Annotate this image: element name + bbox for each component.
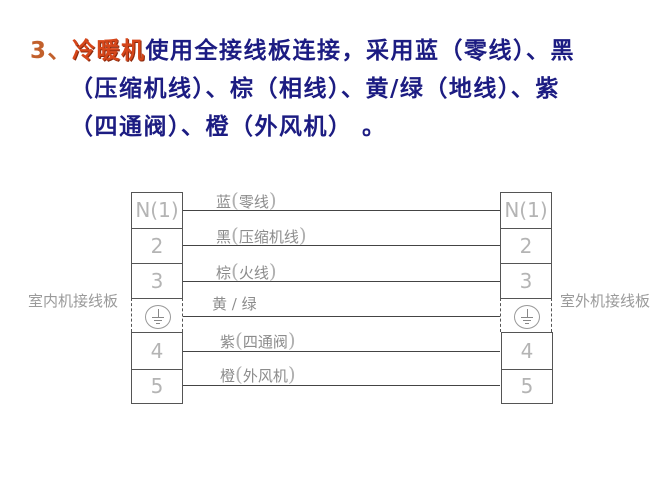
terminal-3: 3 xyxy=(131,263,183,298)
wire-label-four-way-valve: 紫(四通阀) xyxy=(220,328,296,352)
wire-outdoor-fan xyxy=(183,385,500,386)
wire-label-compressor: 黑(压缩机线) xyxy=(216,223,307,247)
line1-rest: 使用全接线板连接，采用蓝（零线）、黑 xyxy=(145,38,576,64)
item-number: 3、 xyxy=(30,38,73,64)
wire-ground xyxy=(183,316,500,317)
wire-neutral xyxy=(183,210,500,211)
instruction-line-3: （四通阀）、橙（外风机） 。 xyxy=(70,114,387,140)
wire-label-ground: 黄 / 绿 xyxy=(212,295,257,313)
wire-compressor xyxy=(183,245,500,246)
wire-label-outdoor-fan: 橙(外风机) xyxy=(220,362,296,386)
instruction-line-1: 3、冷暖机使用全接线板连接，采用蓝（零线）、黑 xyxy=(30,32,630,70)
terminal-2: 2 xyxy=(500,228,552,263)
wire-label-neutral: 蓝(零线) xyxy=(216,188,277,212)
instruction-line-2: （压缩机线）、棕（相线）、黄/绿（地线）、紫 xyxy=(70,76,560,102)
outdoor-board-label: 室外机接线板 xyxy=(560,292,651,310)
terminal-ground xyxy=(131,298,183,332)
terminal-2: 2 xyxy=(131,228,183,263)
instruction-text: 3、冷暖机使用全接线板连接，采用蓝（零线）、黑 （压缩机线）、棕（相线）、黄/绿… xyxy=(30,32,630,146)
terminal-ground xyxy=(500,298,552,332)
wire-label-live: 棕(火线) xyxy=(216,259,277,283)
terminal-4: 4 xyxy=(501,332,553,369)
terminal-3: 3 xyxy=(500,263,552,298)
ground-icon xyxy=(145,305,171,329)
terminal-5: 5 xyxy=(501,369,553,404)
indoor-board-label: 室内机接线板 xyxy=(28,292,119,310)
ground-icon xyxy=(514,305,540,329)
terminal-4: 4 xyxy=(131,332,183,369)
terminal-5: 5 xyxy=(131,369,183,404)
terminal-n1: N(1) xyxy=(131,192,183,228)
device-name: 冷暖机 xyxy=(72,38,146,64)
wire-four-way-valve xyxy=(183,351,500,352)
terminal-n1: N(1) xyxy=(500,192,552,228)
wire-live xyxy=(183,281,500,282)
